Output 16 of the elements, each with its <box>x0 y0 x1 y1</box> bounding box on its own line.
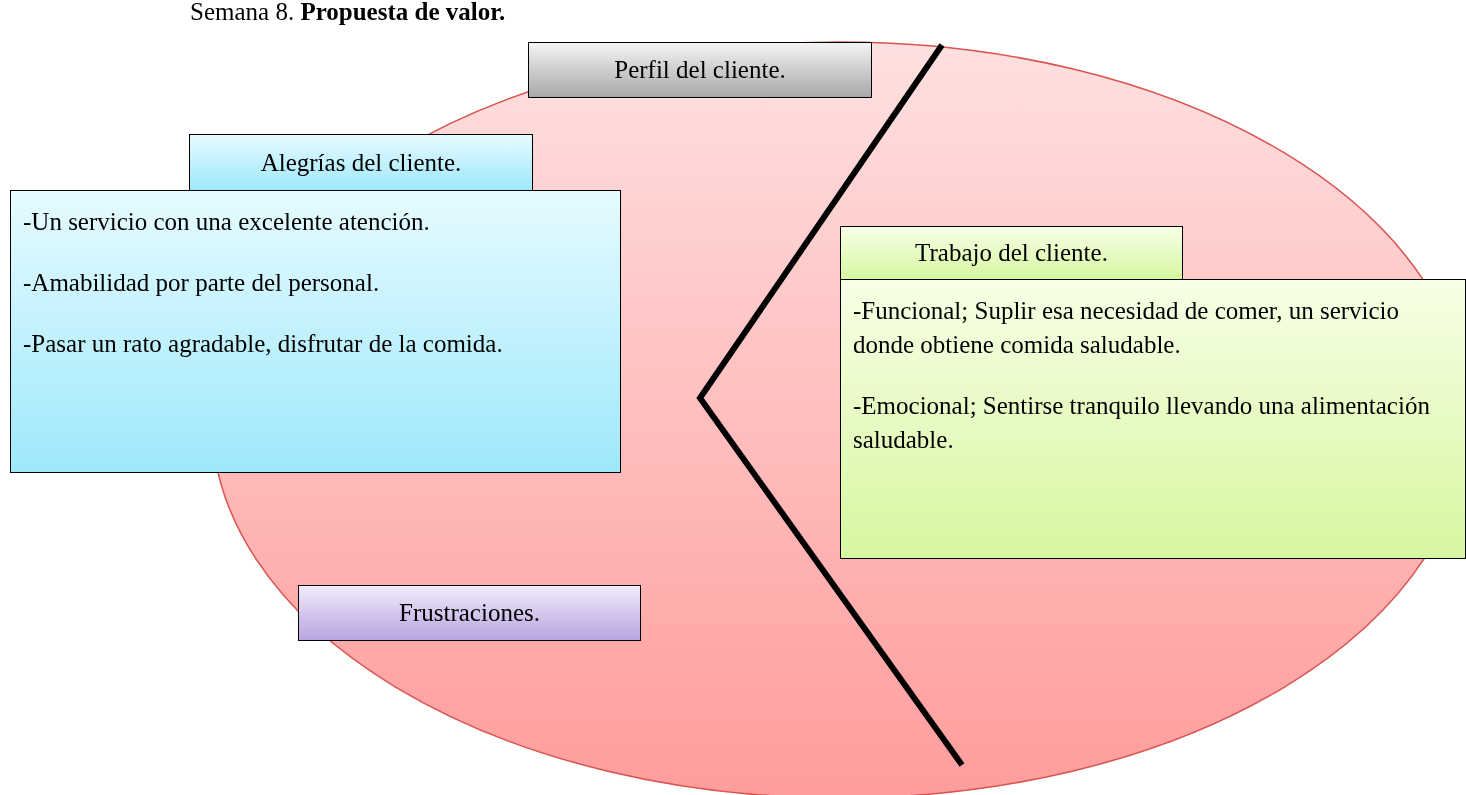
bullet-text: -Emocional; Sentirse tranquilo llevando una alimentación saludable. <box>853 391 1431 455</box>
bullet-text: -Funcional; Suplir esa necesidad de comer, un servicio donde obtiene comida saludable. <box>853 296 1401 360</box>
heading-box <box>528 42 872 98</box>
text-panel <box>10 190 621 473</box>
box-heading: Trabajo del cliente. <box>915 239 1108 267</box>
box-heading: Perfil del cliente. <box>614 56 786 84</box>
bullet-text: -Amabilidad por parte del personal. <box>23 268 381 298</box>
box-heading: Frustraciones. <box>399 599 540 627</box>
bullet-text: -Pasar un rato agradable, disfrutar de la comida. <box>23 329 504 359</box>
box-heading: Alegrías del cliente. <box>260 148 462 177</box>
heading-box <box>840 226 1183 280</box>
heading-box <box>189 134 533 191</box>
page-title: Semana 8. Propuesta de valor. <box>190 0 506 26</box>
bullet-text: -Un servicio con una excelente atención. <box>23 207 431 237</box>
heading-box <box>298 585 641 641</box>
text-panel <box>840 279 1466 559</box>
